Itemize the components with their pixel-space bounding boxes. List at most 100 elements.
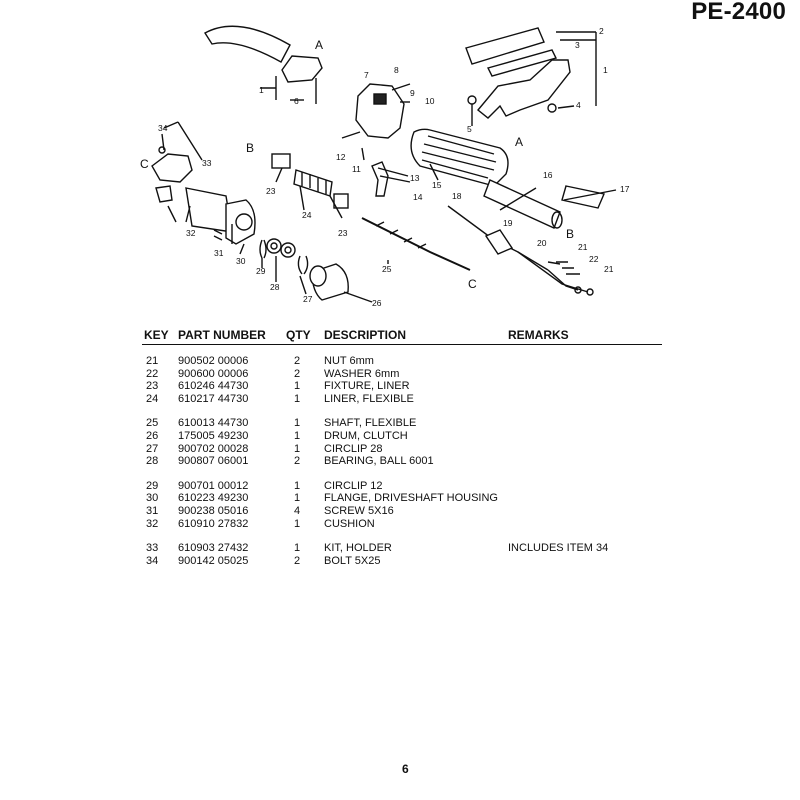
cell-remarks — [508, 368, 662, 381]
table-row: 28 900807 06001 2 BEARING, BALL 6001 — [142, 455, 662, 468]
cell-desc: SHAFT, FLEXIBLE — [324, 417, 417, 430]
cell-key: 26 — [146, 429, 159, 442]
callout-19: 19 — [503, 218, 513, 228]
callout-20: 20 — [537, 238, 547, 248]
cell-part: 610903 27432 — [178, 542, 249, 555]
callout-12: 12 — [336, 152, 346, 162]
handle-grip-tube — [204, 25, 291, 63]
callout-8: 8 — [394, 65, 399, 75]
cell-desc: FIXTURE, LINER — [324, 380, 410, 393]
cell-desc: CUSHION — [324, 517, 375, 530]
throttle-grip — [410, 128, 509, 187]
callout-9: 9 — [410, 88, 415, 98]
cell-qty: 2 — [294, 554, 301, 567]
cell-remarks — [508, 455, 662, 468]
callout-21-bottom: 21 — [604, 264, 614, 274]
header-description: DESCRIPTION — [324, 328, 407, 342]
driveshaft-flange — [225, 199, 256, 245]
cell-part: 610013 44730 — [178, 417, 249, 430]
cell-key: 28 — [146, 455, 159, 468]
liner-fixture-rear — [333, 193, 349, 209]
cell-remarks — [508, 355, 662, 368]
cell-qty: 1 — [294, 492, 301, 505]
cell-key: 32 — [146, 517, 159, 530]
cell-remarks — [508, 555, 662, 568]
callout-34: 34 — [158, 123, 168, 133]
cell-qty: 1 — [294, 380, 301, 393]
cell-part: 900807 06001 — [178, 455, 249, 468]
parts-table: KEY PART NUMBER QTY DESCRIPTION REMARKS … — [142, 328, 662, 567]
callout-7: 7 — [364, 70, 369, 80]
cell-qty: 1 — [294, 442, 301, 455]
callout-1-right: 1 — [603, 65, 608, 75]
header-key: KEY — [144, 328, 169, 342]
handle-clamp — [281, 55, 323, 83]
throttle-housing — [355, 83, 405, 139]
callout-25: 25 — [382, 264, 392, 274]
cell-remarks — [508, 430, 662, 443]
cell-part: 900238 05016 — [178, 504, 249, 517]
cell-qty: 2 — [294, 455, 301, 468]
shaft-tube — [483, 179, 561, 229]
callout-11: 11 — [352, 164, 361, 174]
cell-qty: 1 — [294, 417, 301, 430]
callout-26: 26 — [372, 298, 382, 308]
cell-key: 24 — [146, 392, 159, 405]
cell-remarks — [508, 518, 662, 531]
header-qty: QTY — [286, 328, 311, 342]
callout-23-rear: 23 — [338, 228, 348, 238]
cell-part: 610217 44730 — [178, 392, 249, 405]
liner-fixture-front — [271, 153, 291, 169]
handle-bracket — [477, 59, 571, 119]
cell-key: 22 — [146, 367, 159, 380]
cell-part: 900502 00006 — [178, 355, 249, 367]
cell-remarks — [508, 380, 662, 393]
circlip-large — [297, 255, 309, 275]
holder-kit — [151, 153, 193, 183]
cell-desc: BEARING, BALL 6001 — [324, 455, 434, 468]
cell-part: 900600 00006 — [178, 367, 249, 380]
cell-part: 175005 49230 — [178, 429, 249, 442]
cell-remarks — [508, 393, 662, 406]
callout-4: 4 — [576, 100, 581, 110]
cell-remarks — [508, 492, 662, 505]
callout-6: 6 — [294, 96, 299, 106]
cell-key: 23 — [146, 380, 159, 393]
callout-5: 5 — [467, 124, 472, 134]
exploded-parts-diagram: 2 3 1 4 5 1 6 7 8 9 10 11 12 13 14 15 16… — [140, 25, 630, 308]
ball-bearing-front — [266, 238, 282, 254]
parts-table-header: KEY PART NUMBER QTY DESCRIPTION REMARKS — [142, 328, 662, 345]
header-part-number: PART NUMBER — [178, 328, 266, 342]
cell-key: 33 — [146, 542, 159, 555]
cell-key: 31 — [146, 504, 159, 517]
cell-qty: 2 — [294, 367, 301, 380]
callout-17: 17 — [620, 184, 630, 194]
marker-a-right: A — [515, 135, 523, 149]
cell-desc: CIRCLIP 28 — [324, 442, 383, 455]
cell-desc: NUT 6mm — [324, 355, 374, 367]
page-code: PE-2400 — [691, 0, 786, 25]
cell-desc: LINER, FLEXIBLE — [324, 392, 414, 405]
marker-c-left: C — [140, 157, 149, 171]
flexible-shaft — [361, 217, 471, 271]
cell-key: 34 — [146, 554, 159, 567]
cell-qty: 4 — [294, 504, 301, 517]
callout-28: 28 — [270, 282, 280, 292]
cell-remarks — [508, 505, 662, 518]
cell-key: 21 — [146, 355, 159, 367]
callout-14: 14 — [413, 192, 423, 202]
callout-3: 3 — [575, 40, 580, 50]
cell-key: 27 — [146, 442, 159, 455]
driveshaft-housing — [185, 187, 233, 233]
callout-31: 31 — [214, 248, 224, 258]
cell-qty: 1 — [294, 392, 301, 405]
handle-tube-lower — [486, 49, 558, 77]
